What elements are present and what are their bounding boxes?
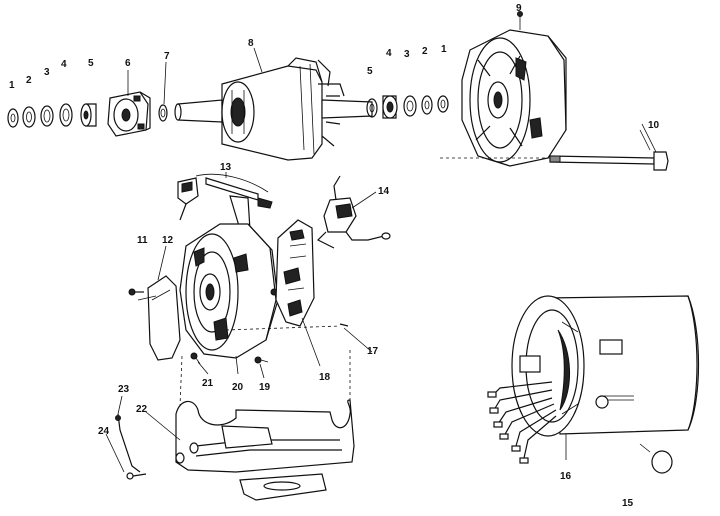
label-10: 10: [648, 120, 660, 131]
leader-23: [117, 395, 123, 415]
leader-21: [197, 361, 209, 375]
label-3-left: 3: [44, 67, 50, 78]
label-18: 18: [319, 372, 331, 383]
base-alignment-line-left: [179, 355, 183, 407]
label-13: 13: [220, 162, 232, 173]
ground-screw-24: [126, 472, 147, 480]
label-12: 12: [162, 235, 174, 246]
screw-17-alignment-line: [225, 325, 341, 331]
label-1-right: 1: [441, 44, 447, 55]
washer-3-left: [40, 105, 54, 127]
washer-4-left: [59, 103, 73, 127]
washer-1-left: [7, 108, 19, 128]
cover-plate-12: [147, 275, 181, 361]
rotor-8: [174, 57, 373, 161]
label-19: 19: [259, 382, 271, 393]
terminal-board-18: [275, 219, 315, 327]
bearing-4-right: [382, 95, 398, 119]
label-24: 24: [98, 426, 110, 437]
washer-1-right: [437, 95, 449, 113]
end-bell-9: [461, 11, 567, 167]
leader-24: [105, 433, 125, 473]
label-2-left: 2: [26, 75, 32, 86]
bearing-5-left: [80, 103, 97, 127]
leader-18: [301, 317, 321, 367]
cap-15: [639, 443, 673, 474]
label-5-right: 5: [367, 66, 373, 77]
label-5-left: 5: [88, 58, 94, 69]
leader-8: [253, 47, 263, 73]
label-4-right: 4: [386, 48, 392, 59]
label-11: 11: [137, 235, 148, 246]
leader-10: [641, 123, 657, 153]
label-1-left: 1: [9, 80, 15, 91]
leader-19: [259, 363, 265, 379]
leader-22: [145, 411, 181, 441]
label-23: 23: [118, 384, 130, 395]
label-4-left: 4: [61, 59, 67, 70]
label-7: 7: [164, 51, 170, 62]
label-3-right: 3: [404, 49, 410, 60]
washer-2-left: [22, 106, 36, 128]
screw-19: [254, 356, 269, 364]
label-21: 21: [202, 378, 214, 389]
washer-5-right: [366, 98, 378, 118]
centrifugal-switch-6: [107, 91, 151, 137]
label-20: 20: [232, 382, 244, 393]
through-bolt-10: [549, 129, 669, 171]
screw-11: [128, 288, 144, 296]
label-2-right: 2: [422, 46, 428, 57]
label-8: 8: [248, 38, 254, 49]
end-bell-20: [179, 223, 279, 359]
washer-3-right: [403, 95, 417, 117]
label-14: 14: [378, 186, 390, 197]
washer-2-right: [421, 95, 433, 115]
leader-12: [157, 245, 167, 281]
motor-housing-16: [487, 295, 700, 464]
ground-wire-23: [115, 413, 141, 473]
label-22: 22: [136, 404, 148, 415]
label-6: 6: [125, 58, 131, 69]
label-17: 17: [367, 346, 379, 357]
label-9: 9: [516, 3, 522, 14]
switch-14: [316, 175, 391, 249]
leader-14: [351, 191, 377, 209]
label-16: 16: [560, 471, 572, 482]
base-22: [175, 399, 355, 501]
label-15: 15: [622, 498, 634, 509]
spacer-7: [158, 104, 168, 122]
leader-7: [163, 61, 167, 105]
leader-11: [137, 295, 157, 301]
leader-17: [343, 327, 373, 353]
leader-20: [235, 355, 239, 375]
screw-17: [339, 323, 349, 327]
